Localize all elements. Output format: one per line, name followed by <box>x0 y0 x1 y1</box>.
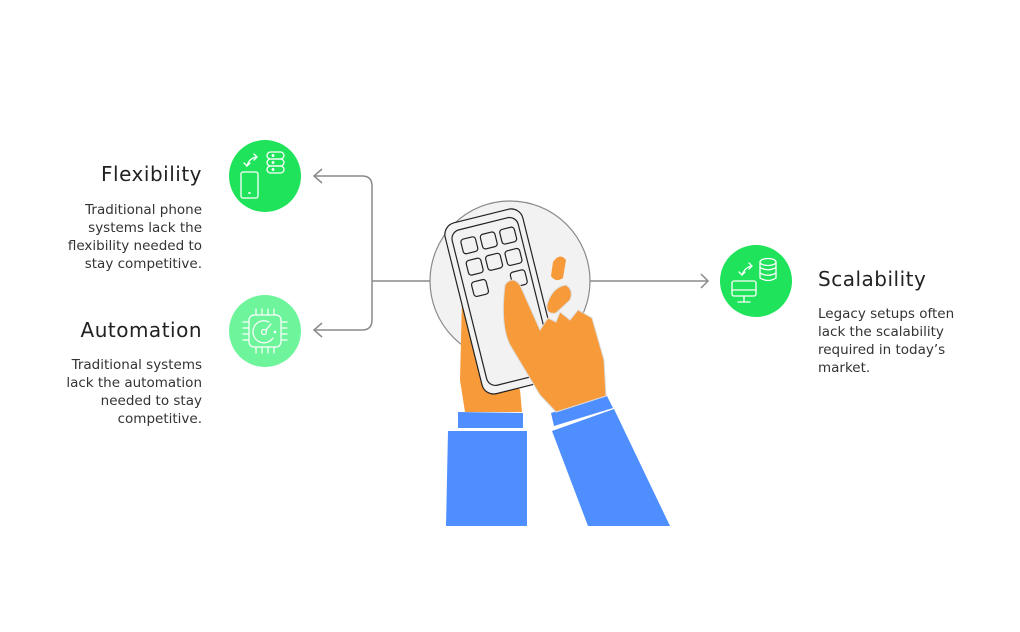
hands-phone-illustration <box>429 200 670 526</box>
feature-desc-scalability: Legacy setups often lack the scalability… <box>818 305 1008 377</box>
desc-line: systems lack the <box>88 220 202 236</box>
feature-desc-flexibility: Traditional phone systems lack the flexi… <box>20 201 202 273</box>
desc-line: competitive. <box>117 411 202 427</box>
cpu-gauge-icon <box>229 295 301 367</box>
desc-line: Legacy setups often <box>818 306 955 322</box>
feature-title-scalability: Scalability <box>818 267 927 291</box>
phone-server-sync-icon <box>229 140 301 212</box>
desc-line: lack the automation <box>66 375 202 391</box>
desc-line: Traditional phone <box>85 202 202 218</box>
feature-title-flexibility: Flexibility <box>101 162 202 186</box>
desc-line: Traditional systems <box>71 357 202 373</box>
feature-desc-automation: Traditional systems lack the automation … <box>20 356 202 428</box>
feature-title-automation: Automation <box>80 318 202 342</box>
desc-line: needed to stay <box>100 393 202 409</box>
monitor-database-sync-icon <box>720 245 792 317</box>
desc-line: stay competitive. <box>84 256 202 272</box>
desc-line: flexibility needed to <box>67 238 202 254</box>
desc-line: market. <box>818 360 871 376</box>
desc-line: required in today’s <box>818 342 946 358</box>
desc-line: lack the scalability <box>818 324 944 340</box>
